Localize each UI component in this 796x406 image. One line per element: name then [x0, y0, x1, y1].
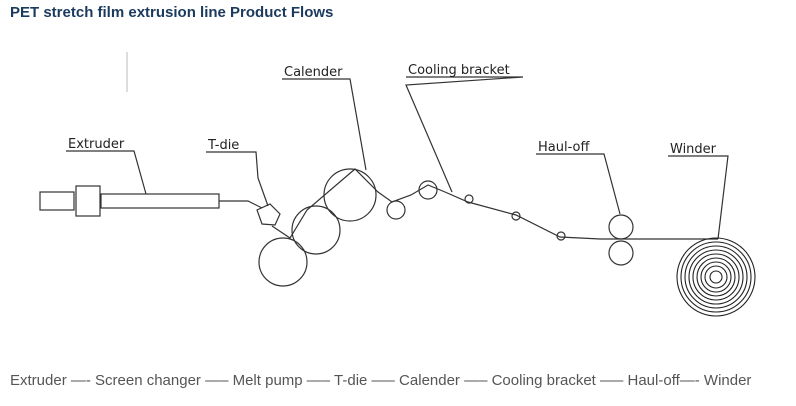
- extruder-barrel: [100, 193, 220, 209]
- cooling-roller-1: [386, 200, 406, 220]
- calender-roll-bottom: [258, 237, 308, 287]
- leader-cooling: [405, 76, 524, 193]
- haul-off-roll-top: [608, 214, 634, 240]
- calender-roll-top: [323, 168, 377, 222]
- process-flow-diagram: Extruder T-die Calender Cooling bracket …: [39, 52, 756, 317]
- label-tdie: T-die: [207, 138, 239, 153]
- extruder-motor: [39, 191, 75, 211]
- leader-hauloff: [536, 153, 621, 215]
- winder-roll: [676, 237, 756, 317]
- film-path: [271, 168, 718, 240]
- cooling-roller-2: [418, 180, 438, 200]
- guide-roller-3: [556, 231, 566, 241]
- extruder-gearbox: [75, 185, 101, 217]
- label-winder: Winder: [670, 142, 717, 157]
- leader-calender: [282, 78, 367, 171]
- label-extruder: Extruder: [68, 137, 125, 152]
- page-title: PET stretch film extrusion line Product …: [10, 4, 334, 21]
- leader-extruder: [66, 150, 147, 195]
- melt-pipe: [219, 200, 263, 209]
- flow-caption: Extruder —- Screen changer —– Melt pump …: [10, 372, 752, 389]
- label-calender: Calender: [284, 65, 343, 80]
- extruder-assembly: [39, 185, 263, 217]
- guide-roller-1: [464, 194, 474, 204]
- label-haul-off: Haul-off: [538, 140, 590, 155]
- guide-roller-2: [511, 211, 521, 221]
- calender-roll-middle: [291, 205, 341, 255]
- label-cooling-bracket: Cooling bracket: [408, 63, 510, 78]
- haul-off-roll-bottom: [608, 240, 634, 266]
- leader-tdie: [206, 151, 269, 207]
- leader-winder: [668, 155, 729, 240]
